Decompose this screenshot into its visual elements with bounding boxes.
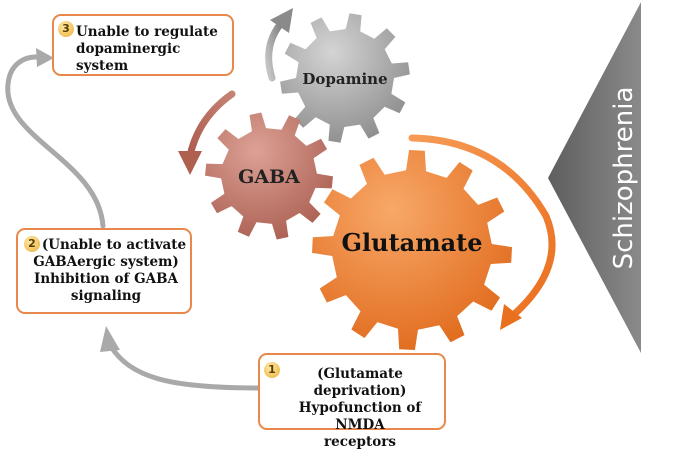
diagram-canvas: Schizophrenia Dopamine GABA Glutamate: [5, 2, 641, 391]
dopamine-curved-arrow: [265, 18, 286, 82]
step-2-box: 2 (Unable to activate GABAergic system) …: [16, 228, 192, 314]
glutamate-gear: [312, 150, 512, 350]
glutamate-curved-arrow: [408, 134, 556, 322]
step-3-text: Unable to regulate dopaminergic system: [76, 24, 234, 75]
step-3-line: dopaminergic system: [76, 41, 181, 74]
gaba-gear: [205, 112, 333, 240]
step-2-line: (Unable to activate: [41, 237, 187, 253]
connector-arrow-2-to-3: [5, 54, 106, 229]
step-1-line: receptors: [324, 434, 396, 450]
dopamine-gear-label: Dopamine: [302, 70, 387, 88]
glutamate-arrow-head: [500, 304, 522, 330]
step-2-line: Inhibition of GABA: [34, 271, 178, 287]
step-1-line: (Glutamate deprivation): [313, 366, 407, 399]
step-1-text: (Glutamate deprivation) Hypofunction of …: [274, 366, 446, 451]
step-2-line: signaling: [70, 288, 142, 304]
schizophrenia-label: Schizophrenia: [609, 87, 639, 270]
step-1-box: 1 (Glutamate deprivation) Hypofunction o…: [258, 353, 446, 450]
step-3-box: 3 Unable to regulate dopaminergic system: [52, 14, 234, 76]
connector-arrow-1-to-2: [107, 342, 261, 391]
gaba-curved-arrow: [186, 90, 236, 160]
connector-arrow-1-to-2-head: [100, 326, 120, 352]
gaba-gear-label: GABA: [238, 166, 300, 188]
step-1-line: Hypofunction of NMDA: [298, 400, 422, 433]
connector-arrow-2-to-3-head: [36, 48, 54, 67]
step-3-number-badge: 3: [58, 21, 74, 37]
dopamine-arrow-head: [270, 8, 293, 33]
step-2-number-badge: 2: [24, 236, 40, 252]
dopamine-gear: [280, 13, 410, 143]
step-2-line: GABAergic system): [33, 254, 179, 270]
gaba-arrow-head: [178, 151, 202, 175]
glutamate-gear-label: Glutamate: [342, 228, 483, 257]
schizophrenia-triangle: [548, 2, 641, 353]
step-2-text: (Unable to activate GABAergic system) In…: [18, 237, 194, 305]
step-3-line: Unable to regulate: [76, 24, 218, 40]
step-1-number-badge: 1: [264, 362, 280, 378]
